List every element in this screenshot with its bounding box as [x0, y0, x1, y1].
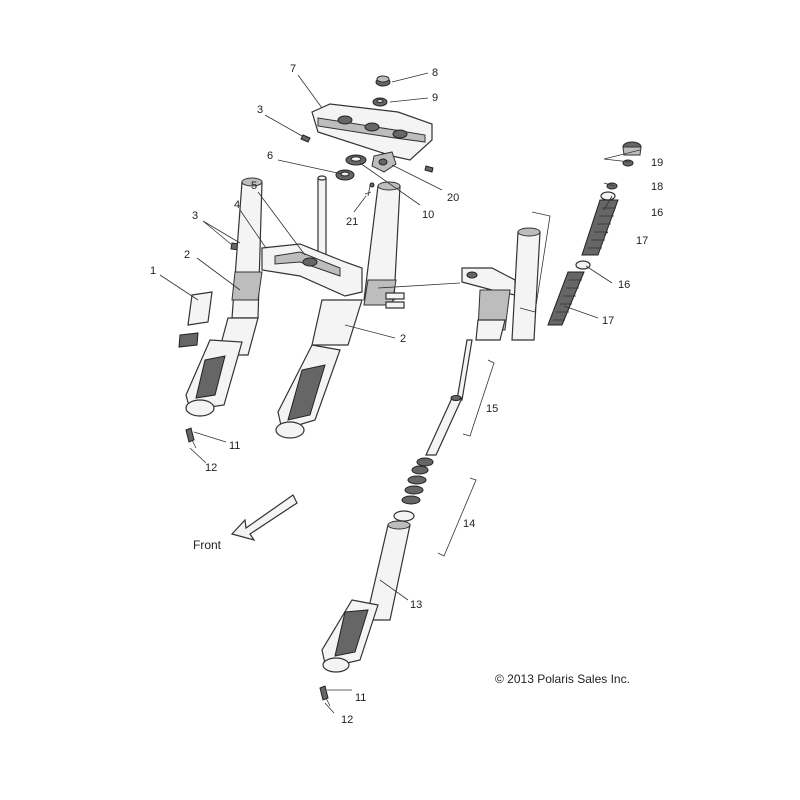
callout-4: 4 [234, 199, 240, 211]
callout-16-lower: 16 [618, 279, 630, 291]
fork-spring-upper [581, 199, 619, 256]
fork-upper-tube [475, 227, 541, 341]
callout-labels: 1 2 2 3 3 4 5 6 7 8 9 10 11 11 12 12 13 … [150, 63, 663, 726]
spring-seat [575, 260, 591, 270]
handlebar-clamp [311, 103, 433, 161]
leader-lines [159, 72, 641, 714]
fork-leg-left [185, 177, 263, 417]
fork-leg-right [275, 181, 401, 439]
fork-guard [178, 291, 213, 348]
front-direction-arrow [230, 494, 298, 542]
axle-screws-left [185, 427, 197, 449]
callout-17-upper: 17 [636, 235, 648, 247]
callout-18: 18 [651, 181, 663, 193]
stem-washer [335, 169, 355, 181]
callout-3-upper: 3 [257, 104, 263, 116]
damper-rod [425, 339, 473, 456]
pin [364, 182, 375, 197]
callout-5: 5 [251, 180, 257, 192]
washer [372, 97, 388, 107]
fork-cap [622, 141, 642, 167]
callout-11-left: 11 [229, 440, 240, 452]
callout-15: 15 [486, 403, 498, 415]
spacer [600, 182, 618, 201]
bracket [371, 151, 434, 173]
seal-stack [393, 457, 434, 522]
copyright-notice: © 2013 Polaris Sales Inc. [495, 672, 630, 686]
callout-13: 13 [410, 599, 422, 611]
front-label: Front [193, 538, 222, 552]
fork-lower-tube [321, 520, 411, 673]
callout-2-left: 2 [184, 249, 190, 261]
callout-7: 7 [290, 63, 296, 75]
steering-stem [317, 175, 327, 263]
callout-12-left: 12 [205, 462, 217, 474]
callout-20: 20 [447, 192, 459, 204]
callout-19: 19 [651, 157, 663, 169]
callout-2-right: 2 [400, 333, 406, 345]
callout-21: 21 [346, 216, 358, 228]
callout-3-lower: 3 [192, 210, 198, 222]
pinch-bolts [385, 292, 405, 309]
callout-9: 9 [432, 92, 438, 104]
callout-1: 1 [150, 265, 156, 277]
callout-8: 8 [432, 67, 438, 79]
nut [375, 75, 391, 87]
callout-6: 6 [267, 150, 273, 162]
fork-spring-lower [547, 271, 585, 326]
callout-17-lower: 17 [602, 315, 614, 327]
callout-16-upper: 16 [651, 207, 663, 219]
callout-10: 10 [422, 209, 434, 221]
axle-screws-bottom [319, 685, 331, 707]
stem-bearing [345, 154, 367, 166]
callout-14: 14 [463, 518, 475, 530]
triple-clamp [261, 243, 363, 297]
callout-11-bottom: 11 [355, 692, 366, 704]
screw [300, 134, 311, 143]
callout-12-bottom: 12 [341, 714, 353, 726]
